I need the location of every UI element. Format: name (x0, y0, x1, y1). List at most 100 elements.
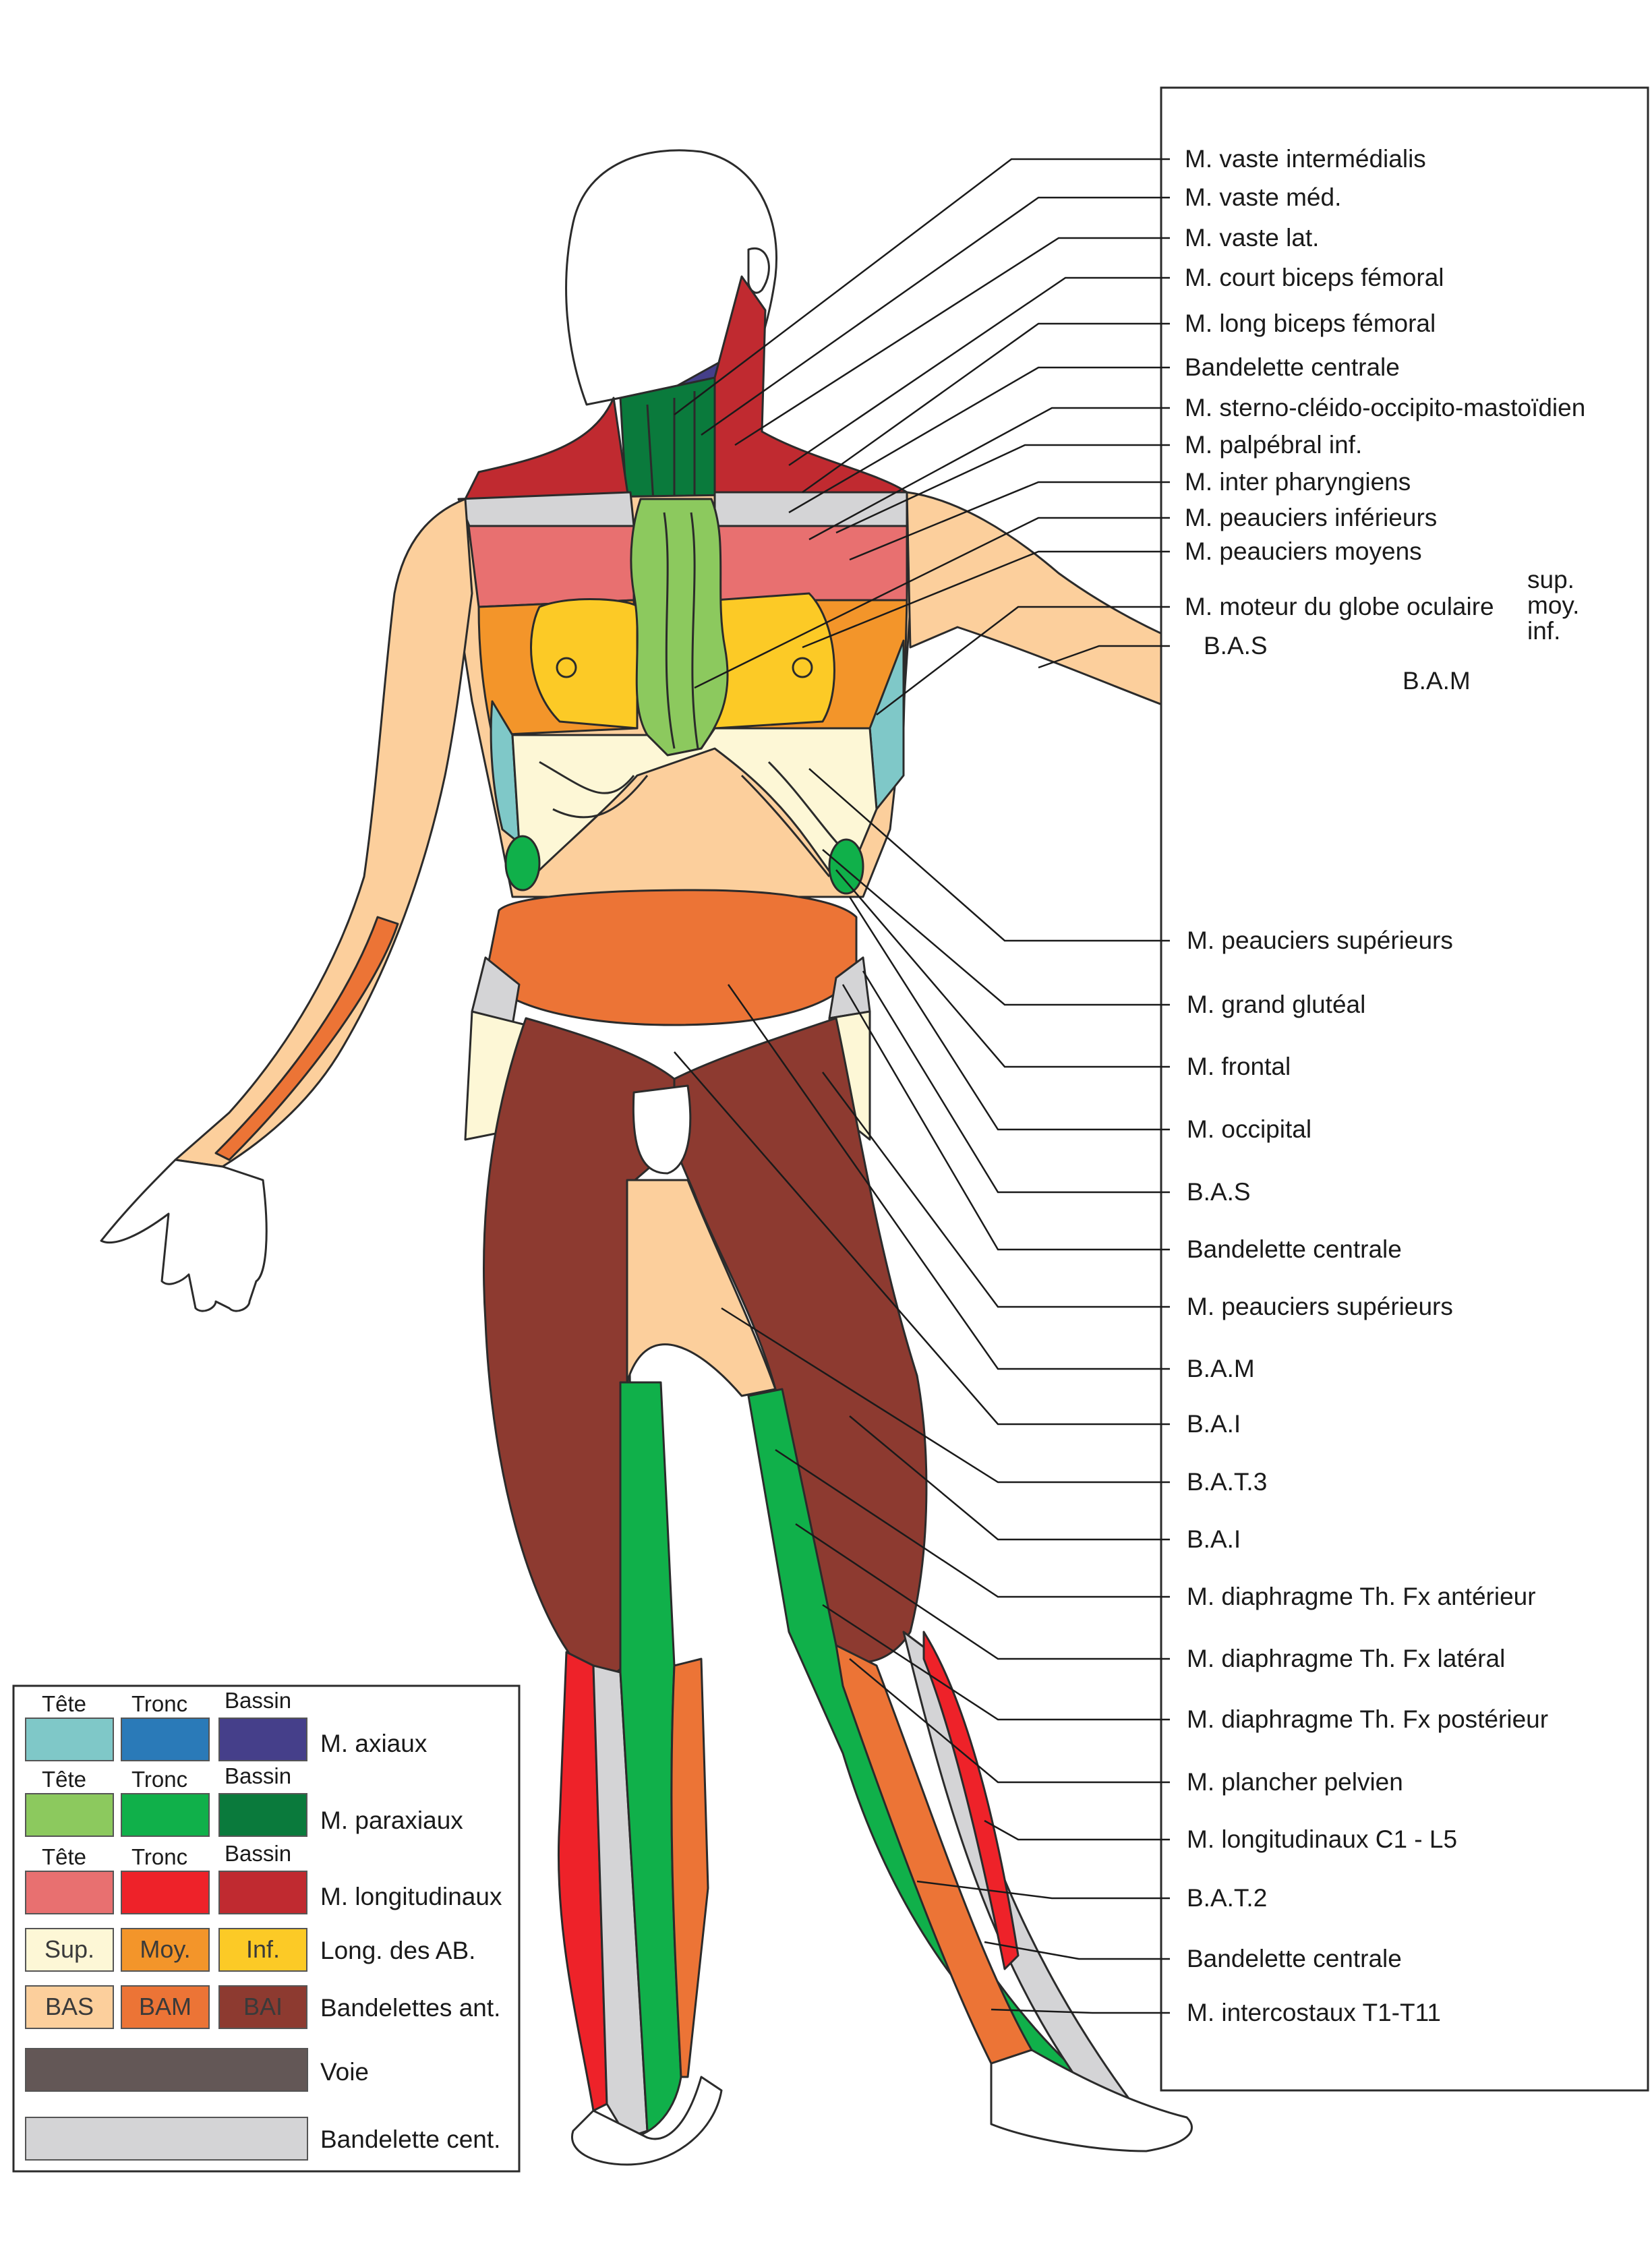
legend-header-bassin-1: Bassin (225, 1763, 291, 1788)
label-top-8: M. inter pharyngiens (1185, 468, 1411, 496)
label-bottom-8: B.A.I (1187, 1410, 1241, 1438)
legend-header-tete-2: Tête (42, 1844, 86, 1869)
legend-swatch-axiaux-tronc (121, 1718, 210, 1761)
sternum-paraxial (630, 498, 729, 757)
right-arm-bas (174, 498, 473, 1168)
chest-longitudinal-right (713, 525, 908, 602)
label-bottom-4: B.A.S (1187, 1178, 1251, 1206)
legend-swatch-ab-inf (218, 1928, 307, 1972)
legend-swatch-bai (218, 1985, 307, 2029)
label-bottom-11: M. diaphragme Th. Fx antérieur (1187, 1583, 1536, 1610)
legend-label-paraxiaux: M. paraxiaux (320, 1807, 463, 1834)
left-leg-bam (670, 1657, 709, 2078)
label-bottom-17: Bandelette centrale (1187, 1945, 1402, 1972)
label-box (1160, 86, 1649, 2092)
legend-label-voie: Voie (320, 2058, 369, 2086)
label-bottom-3: M. occipital (1187, 1115, 1311, 1143)
legend-label-axiaux: M. axiaux (320, 1730, 427, 1757)
body-figure (100, 149, 1599, 2166)
label-bottom-10: B.A.I (1187, 1525, 1241, 1553)
abdomen-lines (539, 761, 851, 877)
label-top-1: M. vaste méd. (1185, 183, 1341, 211)
legend-swatch-ab-moy (121, 1928, 210, 1972)
left-leg-longitudinal (557, 1651, 608, 2112)
legend-label-ab: Long. des AB. (320, 1937, 475, 1964)
right-forearm-bam (214, 916, 399, 1161)
groin (632, 1084, 692, 1175)
legend-header-tete-1: Tête (42, 1767, 86, 1792)
labels-bottom: M. peauciers supérieurs M. grand glutéal… (1187, 927, 1548, 2026)
legend-header-tronc-1: Tronc (131, 1767, 187, 1792)
inner-thigh-bas (626, 1179, 777, 1397)
labels-top: M. vaste intermédialis M. vaste méd. M. … (1185, 145, 1585, 695)
label-bottom-9: B.A.T.3 (1187, 1468, 1267, 1496)
label-bottom-15: M. longitudinaux C1 - L5 (1187, 1825, 1457, 1853)
label-bottom-13: M. diaphragme Th. Fx postérieur (1187, 1705, 1548, 1733)
legend-swatch-text-bai: BAI (243, 1993, 283, 2020)
label-top-5: Bandelette centrale (1185, 353, 1400, 381)
legend-swatch-text-bas: BAS (45, 1993, 94, 2020)
label-bottom-5: Bandelette centrale (1187, 1235, 1402, 1263)
label-top-6: M. sterno-cléido-occipito-mastoïdien (1185, 394, 1585, 421)
label-top-0: M. vaste intermédialis (1185, 145, 1426, 173)
legend-swatch-paraxiaux-bassin (218, 1793, 307, 1837)
right-leg-longitudinal (922, 1631, 1020, 1970)
right-thigh-bai (673, 1017, 928, 1664)
label-top-9: M. peauciers inférieurs (1185, 504, 1437, 531)
chest-inf-left (530, 598, 639, 730)
legend-swatch-bandelette-cent (25, 2117, 308, 2161)
globe-sub-2: inf. (1527, 617, 1560, 645)
label-top-3: M. court biceps fémoral (1185, 264, 1444, 291)
legend-header-bassin-0: Bassin (225, 1688, 291, 1713)
chest-inf-right (713, 592, 835, 730)
legend-swatch-bam (121, 1985, 210, 2029)
label-bottom-1: M. grand glutéal (1187, 991, 1365, 1018)
legend-label-longitudinaux: M. longitudinaux (320, 1883, 502, 1910)
legend-swatch-paraxiaux-tete (25, 1793, 114, 1837)
label-bottom-0: M. peauciers supérieurs (1187, 927, 1453, 954)
legend-swatch-text-bam: BAM (139, 1993, 191, 2020)
label-arm-bam: B.A.M (1403, 667, 1471, 695)
legend-label-bandelettes: Bandelettes ant. (320, 1994, 500, 2022)
abdomen-sup (511, 727, 878, 891)
hip-paraxial-right (828, 838, 864, 895)
neck-lines (646, 391, 696, 513)
legend-swatch-longitudinaux-bassin (218, 1871, 307, 1914)
label-top-7: M. palpébral inf. (1185, 431, 1362, 459)
belly-bam (484, 889, 858, 1026)
label-bottom-14: M. plancher pelvien (1187, 1768, 1403, 1796)
legend-header-tronc-0: Tronc (131, 1691, 187, 1716)
legend-swatch-text-inf: Inf. (246, 1935, 280, 1963)
legend-swatch-longitudinaux-tronc (121, 1871, 210, 1914)
legend-swatch-text-sup: Sup. (45, 1935, 94, 1963)
hip-paraxial-left (504, 835, 541, 891)
legend: Tête Tronc Bassin M. axiaux Tête Tronc B… (12, 1684, 521, 2173)
label-bottom-7: B.A.M (1187, 1355, 1255, 1382)
right-hand (100, 1158, 268, 1312)
legend-header-bassin-2: Bassin (225, 1841, 291, 1866)
globe-sub-0: sup. (1527, 566, 1574, 593)
legend-swatch-axiaux-bassin (218, 1718, 307, 1761)
legend-swatch-ab-sup (25, 1928, 114, 1972)
legend-swatch-voie (25, 2048, 308, 2092)
legend-swatch-longitudinaux-tete (25, 1871, 114, 1914)
label-top-11: M. moteur du globe oculaire (1185, 593, 1494, 620)
leader-lines (674, 158, 1170, 2014)
label-bottom-16: B.A.T.2 (1187, 1884, 1267, 1912)
neck-paraxial-region (619, 376, 716, 514)
label-arm-bas: B.A.S (1204, 632, 1268, 659)
right-foot (990, 2049, 1193, 2152)
label-bottom-6: M. peauciers supérieurs (1187, 1293, 1453, 1320)
globe-sub-1: moy. (1527, 591, 1579, 619)
neck-longitudinal-left (464, 397, 632, 514)
legend-swatch-axiaux-tete (25, 1718, 114, 1761)
legend-header-tronc-2: Tronc (131, 1844, 187, 1869)
legend-swatch-text-moy: Moy. (140, 1935, 190, 1963)
nipple-left (556, 657, 577, 678)
label-top-10: M. peauciers moyens (1185, 537, 1422, 565)
legend-swatch-paraxiaux-tronc (121, 1793, 210, 1837)
legend-swatch-bas (25, 1985, 114, 2029)
sternum-lines (663, 512, 699, 749)
legend-header-tete-0: Tête (42, 1691, 86, 1716)
